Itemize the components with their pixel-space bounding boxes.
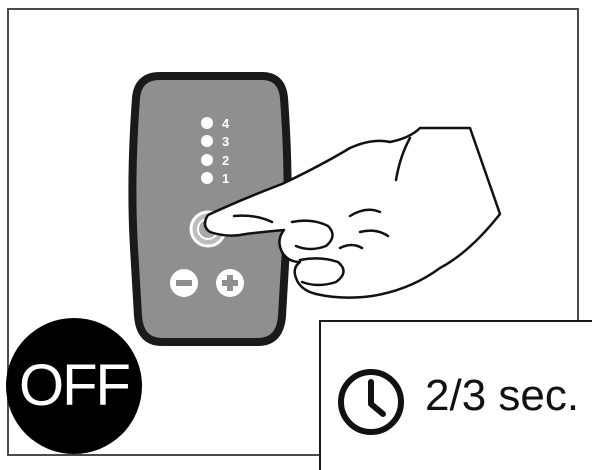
clock-icon [335,366,407,438]
level-led-1 [201,172,213,184]
level-led-4 [201,117,213,129]
level-label-2: 2 [222,153,229,168]
off-badge: OFF [6,318,142,454]
level-label-1: 1 [222,171,229,186]
level-label-4: 4 [222,116,230,131]
minus-button[interactable] [170,269,198,297]
press-duration-text: 2/3 sec. [425,374,579,418]
timer-info-box: 2/3 sec. [319,320,592,470]
level-led-3 [201,135,213,147]
level-label-3: 3 [222,134,229,149]
plus-button[interactable] [216,269,244,297]
level-led-2 [201,154,213,166]
off-label: OFF [19,357,129,415]
minus-icon [176,280,192,286]
